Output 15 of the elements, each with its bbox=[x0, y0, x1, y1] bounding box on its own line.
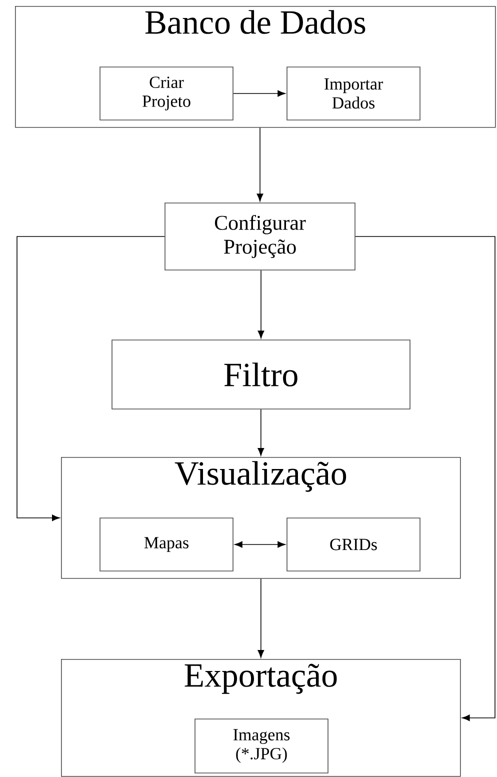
process-box: Imagens (*.JPG) bbox=[194, 718, 328, 774]
arrow bbox=[355, 236, 496, 722]
arrow bbox=[256, 127, 264, 202]
process-box: Mapas bbox=[100, 518, 234, 572]
arrow bbox=[233, 90, 286, 97]
arrow bbox=[258, 270, 264, 338]
arrow bbox=[16, 236, 165, 522]
arrow bbox=[258, 409, 264, 456]
process-box: Importar Dados bbox=[286, 66, 420, 120]
process-box: Criar Projeto bbox=[100, 66, 234, 120]
arrow bbox=[234, 541, 286, 548]
process-box: GRIDs bbox=[286, 518, 420, 572]
arrow bbox=[258, 578, 264, 658]
process-box: Filtro bbox=[112, 340, 410, 410]
process-box: Configurar Projeção bbox=[164, 202, 356, 270]
